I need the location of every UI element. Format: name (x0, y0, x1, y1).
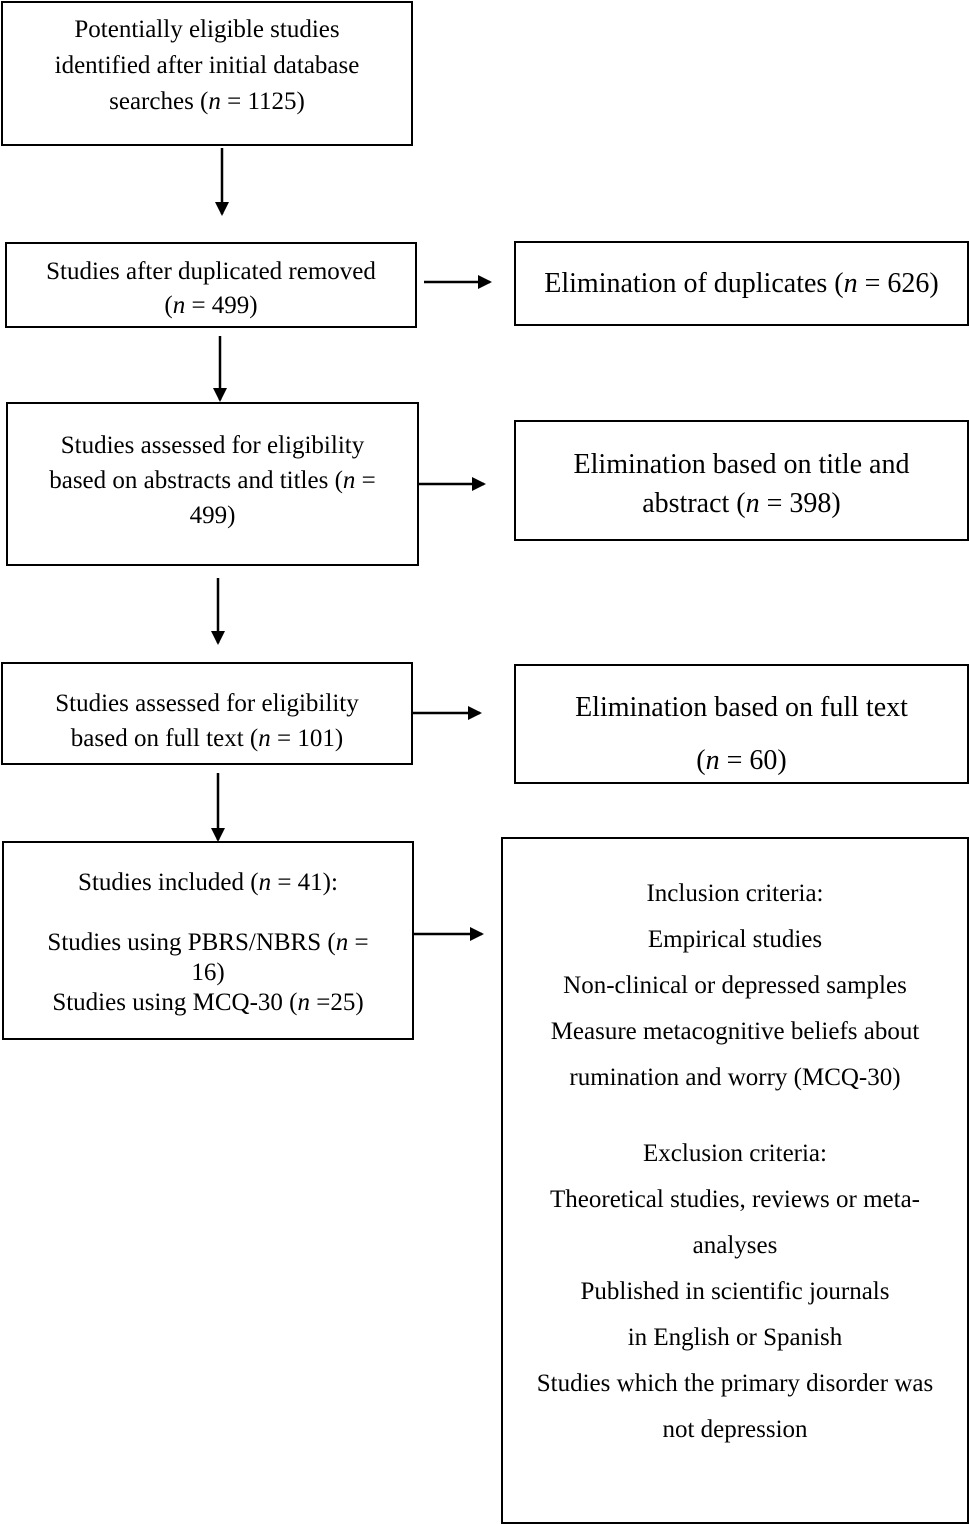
full-text-line2: based on full text (n = 101) (70, 725, 344, 752)
inclusion-item: Empirical studies (647, 926, 823, 953)
included-line1: Studies included (n = 41): (78, 869, 338, 896)
criteria-box: Inclusion criteria: Empirical studies No… (501, 837, 969, 1524)
abstracts-titles-box: Studies assessed for eligibility based o… (6, 402, 419, 566)
included-mcq-line: Studies using MCQ-30 (n =25) (52, 989, 364, 1016)
included-pbrs-line: Studies using PBRS/NBRS (n = (47, 929, 369, 956)
abstracts-line1: Studies assessed for eligibility (60, 432, 365, 459)
elimination-title-abstract-box: Elimination based on title and abstract … (514, 420, 969, 541)
inclusion-heading: Inclusion criteria: (646, 880, 824, 907)
arrowhead-down-3 (211, 631, 225, 645)
identified-line3: searches (n = 1125) (109, 88, 305, 115)
arrowhead-down-1 (215, 202, 229, 216)
elim-fulltext-line2: (n = 60) (696, 745, 787, 776)
inclusion-item: Measure metacognitive beliefs about (550, 1018, 920, 1045)
elim-title-line1: Elimination based on title and (573, 449, 910, 480)
arrowhead-right-4 (470, 927, 484, 941)
arrowhead-right-3 (468, 706, 482, 720)
arrowhead-down-4 (211, 828, 225, 842)
identified-line2: identified after initial database (54, 52, 360, 79)
elimination-full-text-box: Elimination based on full text (n = 60) (514, 664, 969, 784)
included-studies-box: Studies included (n = 41): Studies using… (2, 841, 414, 1040)
exclusion-heading: Exclusion criteria: (643, 1140, 827, 1167)
after-duplicates-box: Studies after duplicated removed (n = 49… (5, 242, 417, 328)
identified-line1: Potentially eligible studies (74, 16, 340, 43)
exclusion-item: Published in scientific journals (580, 1278, 890, 1305)
abstracts-line2: based on abstracts and titles (n = (49, 467, 376, 494)
abstracts-line3: 499) (189, 502, 236, 529)
after-duplicates-line2: (n = 499) (164, 292, 258, 319)
elimination-duplicates-box: Elimination of duplicates (n = 626) (514, 241, 969, 326)
exclusion-item: not depression (662, 1416, 808, 1443)
identified-studies-box: Potentially eligible studies identified … (1, 1, 413, 146)
arrowhead-right-1 (478, 275, 492, 289)
elim-fulltext-line1: Elimination based on full text (575, 692, 908, 723)
included-pbrs-line2: 16) (191, 959, 225, 986)
elim-duplicates-text: Elimination of duplicates (n = 626) (544, 267, 939, 299)
exclusion-item: analyses (692, 1232, 778, 1259)
arrowhead-down-2 (213, 388, 227, 402)
exclusion-item: in English or Spanish (627, 1324, 843, 1351)
arrowhead-right-2 (472, 477, 486, 491)
after-duplicates-line1: Studies after duplicated removed (46, 258, 376, 285)
exclusion-item: Studies which the primary disorder was (536, 1370, 934, 1397)
full-text-box: Studies assessed for eligibility based o… (1, 662, 413, 765)
inclusion-item: rumination and worry (MCQ-30) (569, 1064, 901, 1091)
exclusion-item: Theoretical studies, reviews or meta- (550, 1186, 920, 1213)
inclusion-item: Non-clinical or depressed samples (563, 972, 907, 999)
elim-title-line2: abstract (n = 398) (642, 488, 841, 519)
full-text-line1: Studies assessed for eligibility (55, 690, 359, 717)
